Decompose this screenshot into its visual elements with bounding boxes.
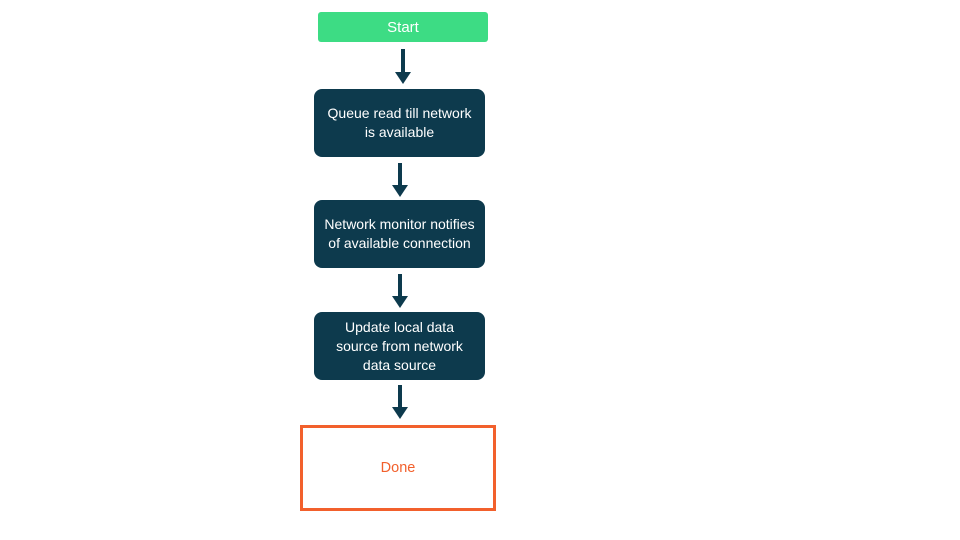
- queue-read-node: Queue read till network is available: [314, 89, 485, 157]
- update-local-data-node: Update local data source from network da…: [314, 312, 485, 380]
- arrow-head-icon: [392, 296, 408, 308]
- arrow-stem: [398, 163, 402, 185]
- start-node-label: Start: [387, 18, 419, 36]
- arrow-stem: [398, 274, 402, 296]
- flow-arrow-update-to-done: [392, 385, 408, 419]
- arrow-stem: [401, 49, 405, 72]
- arrow-head-icon: [395, 72, 411, 84]
- arrow-head-icon: [392, 407, 408, 419]
- arrow-stem: [398, 385, 402, 407]
- arrow-head-icon: [392, 185, 408, 197]
- done-node-label: Done: [380, 459, 416, 476]
- flow-arrow-start-to-queue: [395, 49, 411, 84]
- done-node: Done: [300, 425, 496, 511]
- network-monitor-node: Network monitor notifies of available co…: [314, 200, 485, 268]
- network-monitor-node-label: Network monitor notifies of available co…: [324, 216, 475, 251]
- flow-arrow-queue-to-monitor: [392, 163, 408, 197]
- update-local-data-node-label: Update local data source from network da…: [336, 318, 463, 373]
- flow-arrow-monitor-to-update: [392, 274, 408, 308]
- start-node: Start: [318, 12, 488, 42]
- queue-read-node-label: Queue read till network is available: [327, 105, 472, 140]
